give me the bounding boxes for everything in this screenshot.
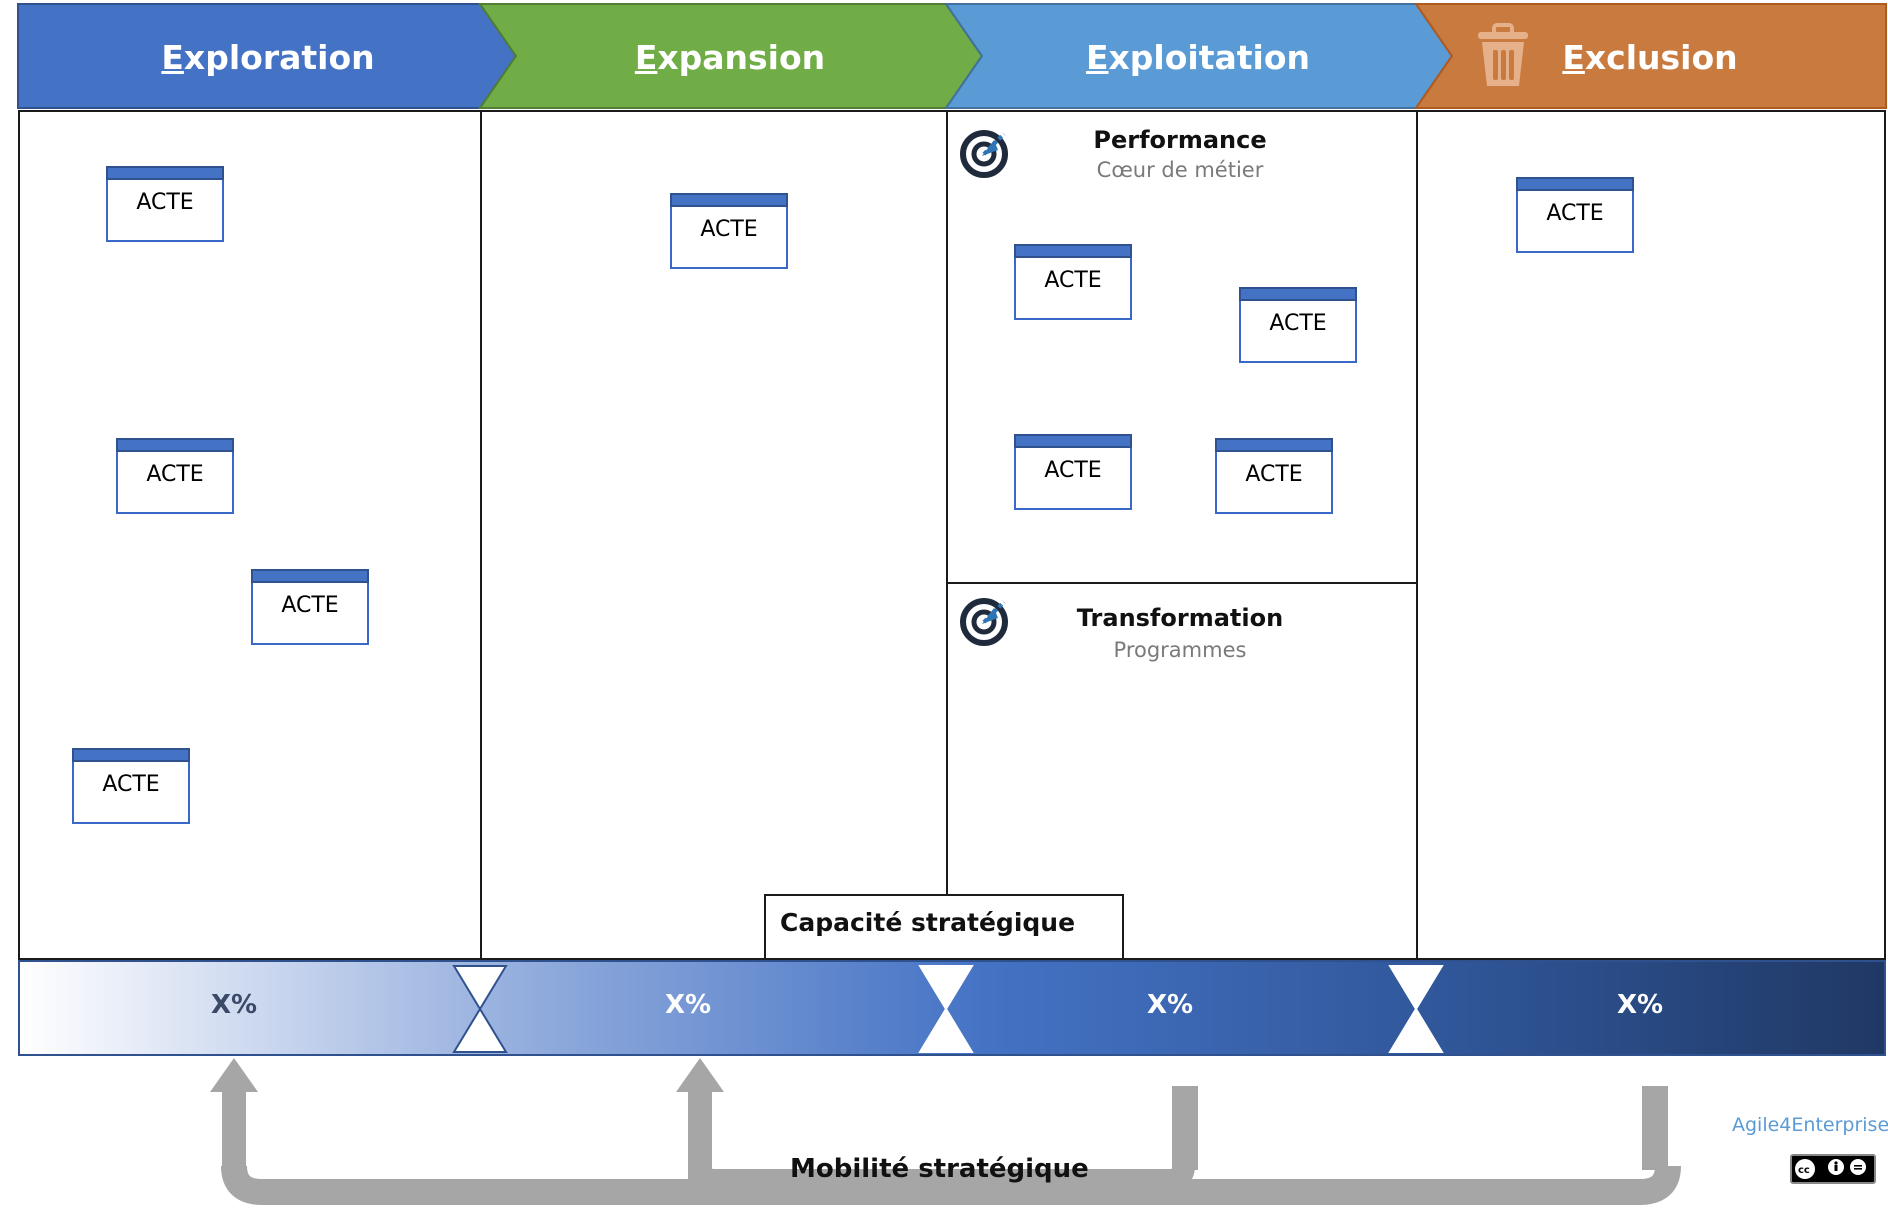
card-header-bar <box>1014 434 1132 448</box>
card-label: ACTE <box>1269 311 1327 336</box>
target-icon <box>960 598 1008 646</box>
card-header-bar <box>1239 287 1357 301</box>
phase-label-exploitation: Exploitation <box>1085 38 1311 77</box>
phase-label-expansion: Expansion <box>634 38 826 77</box>
pct-exclusion: X% <box>1616 990 1664 1020</box>
pct-expansion: X% <box>664 990 712 1020</box>
pct-exploration: X% <box>210 990 258 1020</box>
cc-by-nd-icon: cc <box>1790 1154 1876 1184</box>
acte-card[interactable]: ACTE <box>251 569 369 645</box>
card-header-bar <box>670 193 788 207</box>
acte-card[interactable]: ACTE <box>1516 177 1634 253</box>
card-header-bar <box>1014 244 1132 258</box>
acte-card[interactable]: ACTE <box>106 166 224 242</box>
card-label: ACTE <box>281 593 339 618</box>
card-header-bar <box>1215 438 1333 452</box>
exploration-column <box>18 110 482 960</box>
card-label: ACTE <box>1044 268 1102 293</box>
card-label: ACTE <box>102 772 160 797</box>
phase-header-arrows <box>17 3 1887 109</box>
acte-card[interactable]: ACTE <box>670 193 788 269</box>
pct-exploitation: X% <box>1146 990 1194 1020</box>
card-label: ACTE <box>146 462 204 487</box>
performance-title: Performance <box>1093 126 1267 154</box>
exploitation-column <box>946 110 1418 960</box>
acte-card[interactable]: ACTE <box>1014 244 1132 320</box>
card-label: ACTE <box>1044 458 1102 483</box>
exclusion-arrow <box>1414 3 1887 109</box>
trash-icon <box>1478 23 1528 86</box>
divider-hourglass <box>1388 965 1444 1053</box>
card-label: ACTE <box>700 217 758 242</box>
card-header-bar <box>116 438 234 452</box>
card-label: ACTE <box>136 190 194 215</box>
transformation-subtitle: Programmes <box>1113 638 1247 662</box>
divider-hourglass <box>918 965 974 1053</box>
phase-label-exploration: Exploration <box>161 38 375 77</box>
divider-hourglass <box>452 965 508 1053</box>
svg-text:cc: cc <box>1798 1165 1810 1176</box>
acte-card[interactable]: ACTE <box>72 748 190 824</box>
card-header-bar <box>72 748 190 762</box>
acte-card[interactable]: ACTE <box>1239 287 1357 363</box>
acte-card[interactable]: ACTE <box>116 438 234 514</box>
card-header-bar <box>106 166 224 180</box>
capacity-box: Capacité stratégique <box>764 894 1124 960</box>
performance-subtitle: Cœur de métier <box>1096 158 1264 182</box>
acte-card[interactable]: ACTE <box>1014 434 1132 510</box>
target-icon <box>960 130 1008 178</box>
brand-label: Agile4Enterprise <box>1732 1114 1888 1136</box>
mobility-label: Mobilité stratégique <box>790 1154 1089 1184</box>
acte-card[interactable]: ACTE <box>1215 438 1333 514</box>
card-label: ACTE <box>1245 462 1303 487</box>
phase-label-exclusion: Exclusion <box>1562 38 1738 77</box>
capacity-label: Capacité stratégique <box>780 908 1076 937</box>
card-label: ACTE <box>1546 201 1604 226</box>
exclusion-column <box>1416 110 1886 960</box>
transformation-title: Transformation <box>1076 604 1284 632</box>
card-header-bar <box>251 569 369 583</box>
card-header-bar <box>1516 177 1634 191</box>
mobility-arrows <box>210 1058 1681 1205</box>
